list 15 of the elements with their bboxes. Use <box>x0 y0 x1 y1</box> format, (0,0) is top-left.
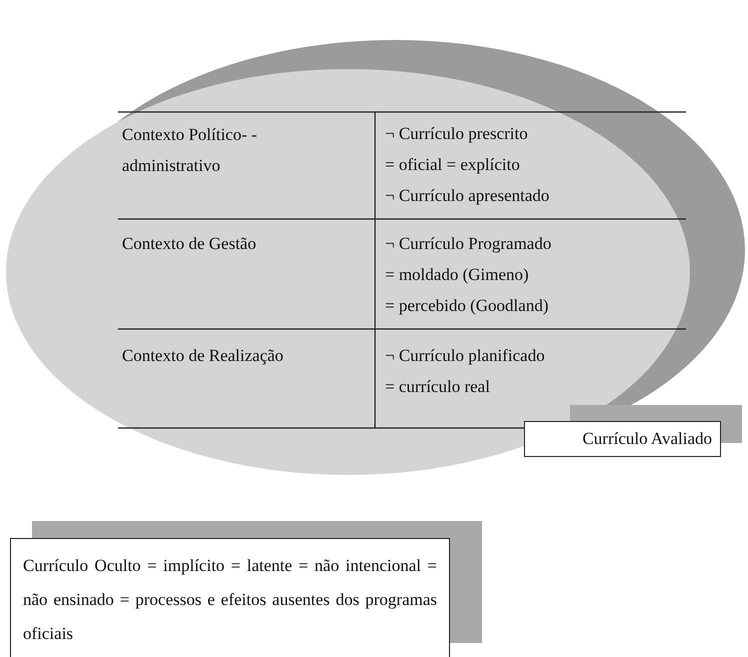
table-cell-text: = percebido (Goodland) <box>385 296 548 316</box>
table-cell-text: ¬ Currículo prescrito <box>385 124 528 144</box>
table-cell-text: Contexto de Realização <box>122 346 284 366</box>
table-cell-text: = oficial = explícito <box>385 155 520 175</box>
text-box <box>10 538 450 657</box>
table-cell-text: ¬ Currículo planificado <box>385 346 545 366</box>
table-cell-text: Contexto de Gestão <box>122 234 256 254</box>
table-cell-text: = currículo real <box>385 377 490 397</box>
table-cell-text: ¬ Currículo Programado <box>385 234 552 254</box>
text-box <box>524 421 721 457</box>
table-cell-text: ¬ Currículo apresentado <box>385 186 550 206</box>
table-cell-text: = moldado (Gimeno) <box>385 265 529 285</box>
box-text: Currículo Oculto = implícito = latente = não intencional = não ensinado = processos e efeitos ausentes dos programas oficiais <box>23 555 437 645</box>
box-text: Currículo Avaliado <box>581 428 712 450</box>
table-cell-text: Contexto Político- -administrativo <box>122 124 258 177</box>
